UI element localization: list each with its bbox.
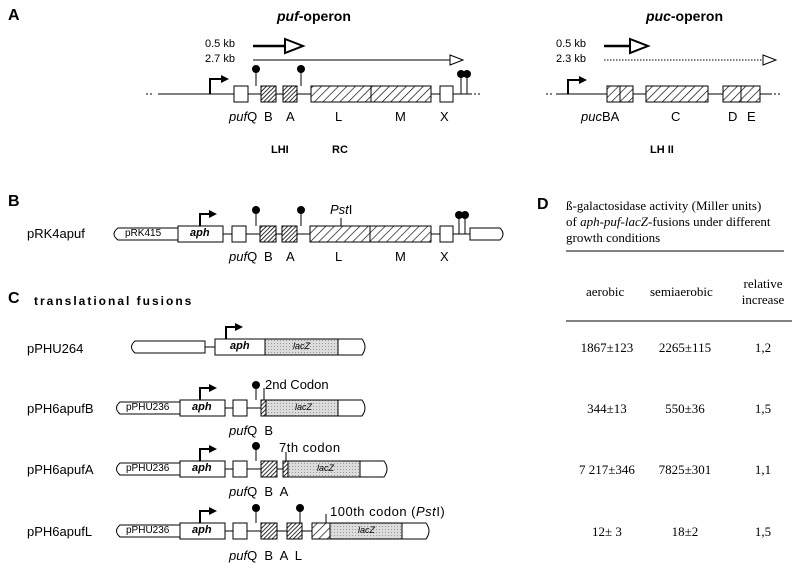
- puf-transcript-long-head: [449, 54, 465, 66]
- puc-gene-c: [645, 85, 709, 103]
- puf-kb-long: 2.7 kb: [205, 53, 235, 65]
- puc-operon-title: puc-operon: [646, 8, 723, 24]
- b-gene-b: [259, 225, 277, 243]
- puc-gene-a: [619, 85, 634, 103]
- fusions-heading: translational fusions: [34, 294, 194, 308]
- plasmid-b-gene-labels: pufQ B A L M X: [229, 249, 449, 264]
- table-cell-relative: 1,5: [754, 524, 772, 539]
- puf-gene-q: [233, 85, 249, 103]
- panel-label-a: A: [8, 7, 20, 24]
- table-rules: [566, 250, 792, 322]
- puc-complex-lh2: LH II: [650, 144, 674, 156]
- b-gene-l: [309, 225, 371, 243]
- puf-gene-a: [282, 85, 298, 103]
- plasmid-b-name: pRK4apuf: [27, 226, 85, 241]
- fusion-pPH6apufL-diagram: [116, 504, 430, 540]
- table-cell-aerobic: 12± 3: [592, 524, 622, 539]
- fusion-lacz: lacZ: [358, 525, 376, 535]
- table-cell-semiaerobic: 2265±115: [658, 340, 712, 355]
- fusion-annotation: 100th codon (PstI): [330, 504, 446, 519]
- panel-label-c: C: [8, 290, 20, 307]
- table-caption: ß-galactosidase activity (Miller units) …: [566, 198, 771, 245]
- table-cell-relative: 1,5: [754, 401, 772, 416]
- puc-kb-long: 2.3 kb: [556, 53, 586, 65]
- fusion-vector: pPHU236: [126, 402, 170, 413]
- fusion-pPH6apufB-diagram: [116, 381, 366, 417]
- plasmid-b-diagram: [113, 206, 504, 243]
- puc-gene-b: [606, 85, 621, 103]
- table-cell-semiaerobic: 550±36: [665, 401, 705, 416]
- puc-promoter-arrow: [567, 79, 580, 94]
- panel-label-b: B: [8, 193, 20, 210]
- vector-end: [469, 227, 504, 241]
- fusion-name: pPH6apufA: [27, 462, 94, 477]
- fusion-name: pPH6apufB: [27, 401, 94, 416]
- fusion-annotation: 2nd Codon: [265, 377, 329, 392]
- fusion-lacz: lacZ: [293, 341, 311, 351]
- fusion-name: pPHU264: [27, 341, 84, 356]
- fusion-lacz: lacZ: [317, 463, 335, 473]
- table-cell-semiaerobic: 18±2: [671, 524, 699, 539]
- fusion-name: pPH6apufL: [27, 524, 93, 539]
- table-cell-aerobic: 1867±123: [580, 340, 634, 355]
- fusion-aph: aph: [230, 340, 250, 352]
- plasmid-b-aph: aph: [190, 227, 210, 239]
- table-cell-relative: 1,1: [754, 462, 772, 477]
- b-gene-q: [231, 225, 247, 243]
- puf-promoter-arrow: [209, 78, 222, 94]
- fusion-annotation: 7th codon: [279, 440, 341, 455]
- fusion-gene-labels: pufQ B A L: [229, 548, 302, 563]
- puc-gene-d: [722, 85, 742, 103]
- vector-pRK415-box: [113, 227, 179, 241]
- plasmid-b-vector: pRK415: [125, 228, 162, 239]
- pst-site-label: PstI: [330, 202, 353, 217]
- puf-gene-m: [370, 85, 432, 103]
- puf-complex-rc: RC: [332, 144, 348, 156]
- fusion-aph: aph: [192, 462, 212, 474]
- b-gene-a: [281, 225, 298, 243]
- puf-operon-title: puf-operon: [277, 8, 351, 24]
- fusion-lacz: lacZ: [295, 402, 313, 412]
- table-cell-semiaerobic: 7825±301: [658, 462, 712, 477]
- fusion-pPH6apufA-diagram: [116, 442, 388, 478]
- puf-transcript-short-head: [284, 37, 306, 55]
- fusion-pPHU264-diagram: [131, 323, 366, 356]
- fusion-aph: aph: [192, 401, 212, 413]
- puf-gene-b: [260, 85, 277, 103]
- fusion-vector: pPHU236: [126, 463, 170, 474]
- fusion-vector: pPHU236: [126, 525, 170, 536]
- fusion-aph: aph: [192, 524, 212, 536]
- table-cell-relative: 1,2: [754, 340, 772, 355]
- b-gene-x: [439, 225, 454, 243]
- fusion-gene-labels: pufQ B A: [229, 484, 289, 499]
- puf-kb-short: 0.5 kb: [205, 38, 235, 50]
- puf-gene-labels: pufQ B A L M X: [229, 109, 449, 124]
- puf-gene-x: [439, 85, 454, 103]
- table-header-aerobic: aerobic: [586, 284, 625, 299]
- panel-label-d: D: [537, 196, 549, 213]
- table-header-relative: relative increase: [741, 276, 785, 307]
- table-cell-aerobic: 344±13: [587, 401, 627, 416]
- puc-gene-e: [740, 85, 761, 103]
- table-cell-aerobic: 7 217±346: [579, 462, 635, 477]
- puc-kb-short: 0.5 kb: [556, 38, 586, 50]
- puf-operon-diagram: [146, 37, 480, 103]
- puc-operon-diagram: [546, 37, 780, 103]
- table-header-semiaerobic: semiaerobic: [650, 284, 713, 299]
- puf-gene-l: [310, 85, 372, 103]
- puf-complex-lh1: LHI: [271, 144, 289, 156]
- fusion-gene-labels: pufQ B: [229, 423, 274, 438]
- b-gene-m: [369, 225, 432, 243]
- puc-gene-labels: pucBA C D E: [581, 109, 756, 124]
